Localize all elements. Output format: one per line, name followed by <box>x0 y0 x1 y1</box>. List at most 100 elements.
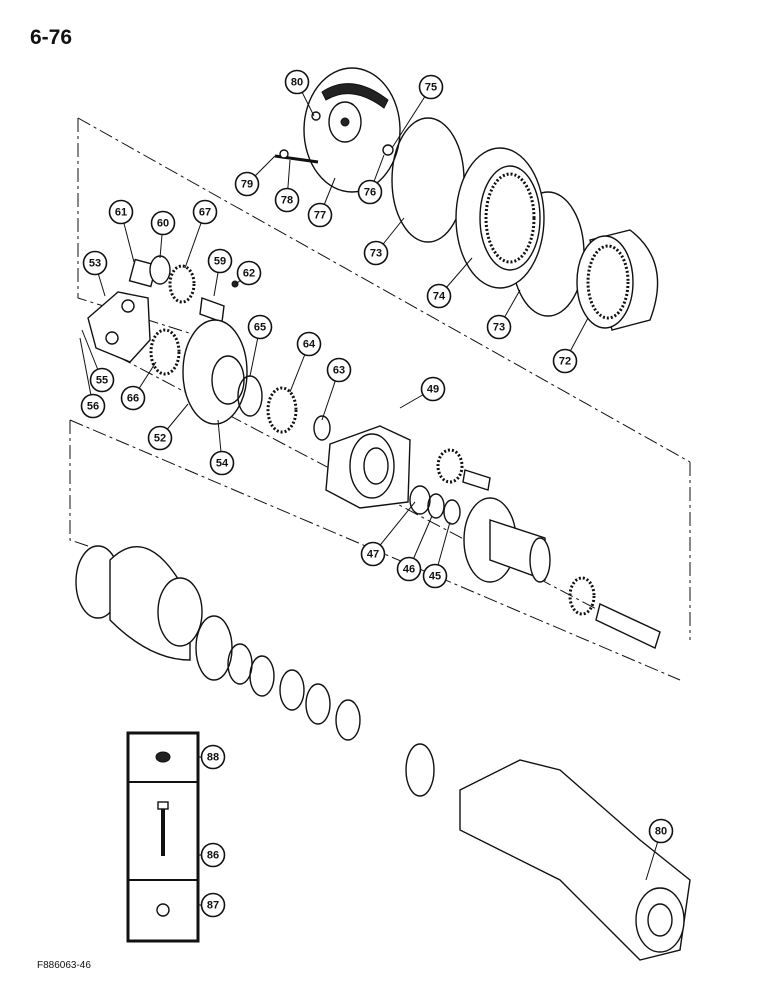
callout-label: 46 <box>403 564 415 576</box>
callout-circle <box>150 210 176 236</box>
washer <box>279 149 289 159</box>
callout-80: 80 <box>645 818 674 881</box>
roller-bearing <box>266 386 298 434</box>
callout-45: 45 <box>422 521 451 589</box>
callout-label: 61 <box>115 207 127 219</box>
nut-icon <box>155 751 171 763</box>
callout-circle <box>108 199 134 225</box>
callout-65: 65 <box>247 314 273 377</box>
ring-gear <box>576 229 659 331</box>
callout-circle <box>418 74 444 100</box>
drive-gear <box>568 576 596 616</box>
callout-label: 66 <box>127 393 139 405</box>
callout-circle <box>422 563 448 589</box>
callout-label: 45 <box>429 571 441 583</box>
callout-73: 73 <box>363 217 405 266</box>
callout-88: 88 <box>198 744 226 770</box>
callout-circle <box>80 393 106 419</box>
axle-housing <box>405 743 691 961</box>
gasket-ring-upper <box>391 117 465 243</box>
callout-49: 49 <box>399 376 446 409</box>
seal-5 <box>335 699 361 741</box>
planet-pin <box>199 297 225 323</box>
callout-61: 61 <box>108 199 135 263</box>
callout-label: 65 <box>254 322 266 334</box>
callout-circle <box>552 348 578 374</box>
callout-87: 87 <box>198 892 226 918</box>
planet-gear <box>168 264 196 304</box>
callout-label: 67 <box>199 207 211 219</box>
callout-label: 73 <box>370 248 382 260</box>
axle-shaft <box>595 603 661 649</box>
callout-59: 59 <box>207 248 233 297</box>
callout-circle <box>357 179 383 205</box>
callout-54: 54 <box>209 419 235 476</box>
washer-46 <box>427 493 445 519</box>
callout-circle <box>396 556 422 582</box>
callout-circle <box>307 202 333 228</box>
callout-circle <box>247 314 273 340</box>
callout-label: 62 <box>243 268 255 280</box>
spacer <box>462 469 491 491</box>
callout-76: 76 <box>357 154 385 205</box>
washer-47 <box>409 485 431 515</box>
callout-label: 52 <box>154 433 166 445</box>
callout-label: 87 <box>207 900 219 912</box>
callout-53: 53 <box>82 250 108 297</box>
callout-circle <box>82 250 108 276</box>
callout-label: 64 <box>303 339 316 351</box>
seal-4 <box>305 683 331 725</box>
wheel-carrier <box>325 425 411 509</box>
callout-circle <box>192 199 218 225</box>
callout-72: 72 <box>552 317 589 374</box>
callout-circle <box>234 171 260 197</box>
callout-circle <box>209 450 235 476</box>
callout-55: 55 <box>81 329 115 393</box>
callout-78: 78 <box>274 159 300 213</box>
callout-circle <box>200 842 226 868</box>
ring-63 <box>313 415 331 441</box>
callout-64: 64 <box>289 331 322 393</box>
seal-1 <box>227 643 253 685</box>
callout-label: 72 <box>559 356 571 368</box>
ring-gear-carrier <box>455 147 545 289</box>
callout-circle <box>363 240 389 266</box>
seal-3 <box>279 669 305 711</box>
callout-60: 60 <box>150 210 176 259</box>
callout-label: 76 <box>364 187 376 199</box>
callout-46: 46 <box>396 515 433 582</box>
callout-label: 80 <box>291 77 303 89</box>
callout-label: 54 <box>216 458 229 470</box>
callout-label: 49 <box>427 384 439 396</box>
callout-label: 79 <box>241 179 253 191</box>
callout-66: 66 <box>120 361 157 411</box>
callout-circle <box>360 541 386 567</box>
callout-73: 73 <box>486 289 521 340</box>
washer-45 <box>443 499 461 525</box>
hub-cover <box>303 67 401 193</box>
bolt-top <box>311 111 321 121</box>
callout-circle <box>207 248 233 274</box>
callout-label: 88 <box>207 752 219 764</box>
callout-74: 74 <box>426 257 473 309</box>
pin-62 <box>231 280 239 288</box>
callout-47: 47 <box>360 501 416 567</box>
callout-67: 67 <box>184 199 218 269</box>
callout-79: 79 <box>234 155 276 197</box>
callout-77: 77 <box>307 177 336 228</box>
callout-circle <box>147 425 173 451</box>
callout-circle <box>420 376 446 402</box>
spindle-housing <box>463 497 551 583</box>
callout-circle <box>326 357 352 383</box>
callout-circle <box>486 314 512 340</box>
hub-bearing <box>195 615 233 681</box>
callout-86: 86 <box>198 842 226 868</box>
callout-label: 73 <box>493 322 505 334</box>
callout-label: 60 <box>157 218 169 230</box>
callout-label: 56 <box>87 401 99 413</box>
callout-80: 80 <box>284 69 315 117</box>
callout-label: 78 <box>281 195 293 207</box>
callout-circle <box>648 818 674 844</box>
